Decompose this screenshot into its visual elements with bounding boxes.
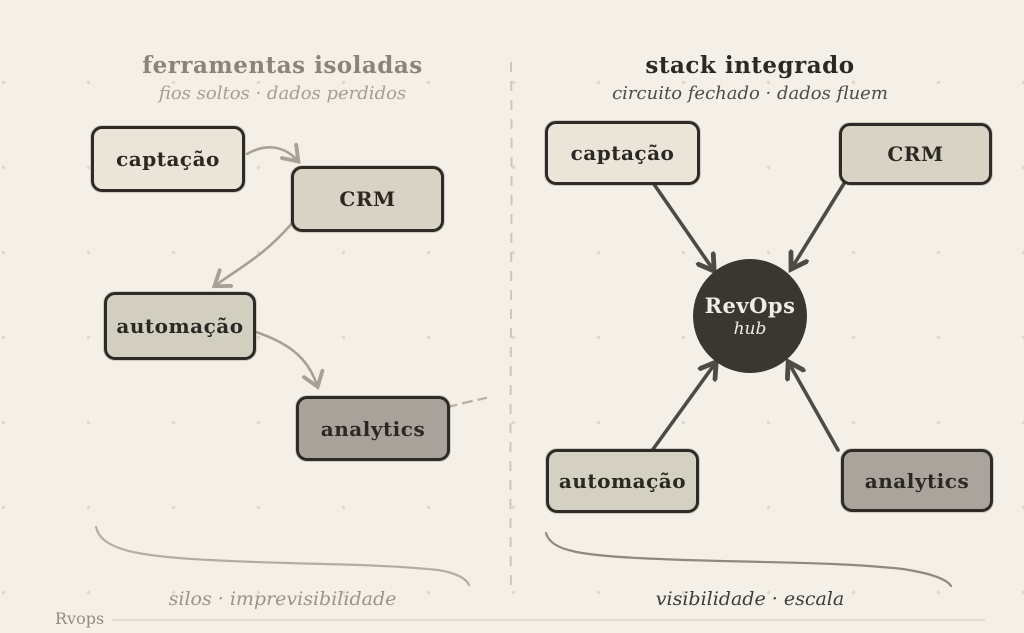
right-panel-header: stack integrado circuito fechado · dados… [530,52,970,104]
arrow-automacao-to-analytics [254,330,325,391]
right-panel-caption: visibilidade · escala [655,588,845,610]
node-automacao-right: automação [546,449,699,513]
node-analytics-right: analytics [841,449,993,512]
right-panel-subtitle: circuito fechado · dados fluem [612,83,888,104]
revops-hub-circle: RevOps hub [693,259,807,373]
panel-divider-dashed-line [509,61,513,593]
hub-subtitle: hub [733,319,767,339]
left-panel-subtitle: fios soltos · dados perdidos [158,83,407,104]
arrow-crm-to-hub [793,175,850,266]
arrow-analytics-to-hub [790,365,840,452]
brand-watermark: Rvops [55,609,105,628]
right-caption-swoosh [544,531,953,588]
node-label: captação [116,147,220,171]
node-label: CRM [339,187,396,211]
left-panel-header: ferramentas isoladas fios soltos · dados… [40,52,525,104]
node-label: analytics [864,468,970,493]
arrow-captacao-to-hub [647,175,712,268]
arrow-captacao-to-crm [245,142,301,164]
arrow-crm-to-automacao [211,219,296,289]
left-panel-caption: silos · imprevisibilidade [168,588,397,610]
node-label: analytics [320,416,426,441]
node-captacao-left: captação [91,126,245,192]
node-label: captação [570,141,675,165]
arrow-automacao-to-hub [649,365,714,454]
node-analytics-left: analytics [296,396,450,461]
node-label: CRM [887,142,944,166]
node-crm-left: CRM [291,166,444,232]
node-label: automação [116,314,244,338]
left-panel-title: ferramentas isoladas [142,52,423,79]
right-panel-title: stack integrado [645,52,855,79]
node-automacao-left: automação [104,292,256,360]
hub-title: RevOps [704,293,796,318]
left-caption-swoosh [94,525,471,587]
node-label: automação [558,469,687,493]
node-crm-right: CRM [839,123,992,185]
node-captacao-right: captação [545,121,700,185]
